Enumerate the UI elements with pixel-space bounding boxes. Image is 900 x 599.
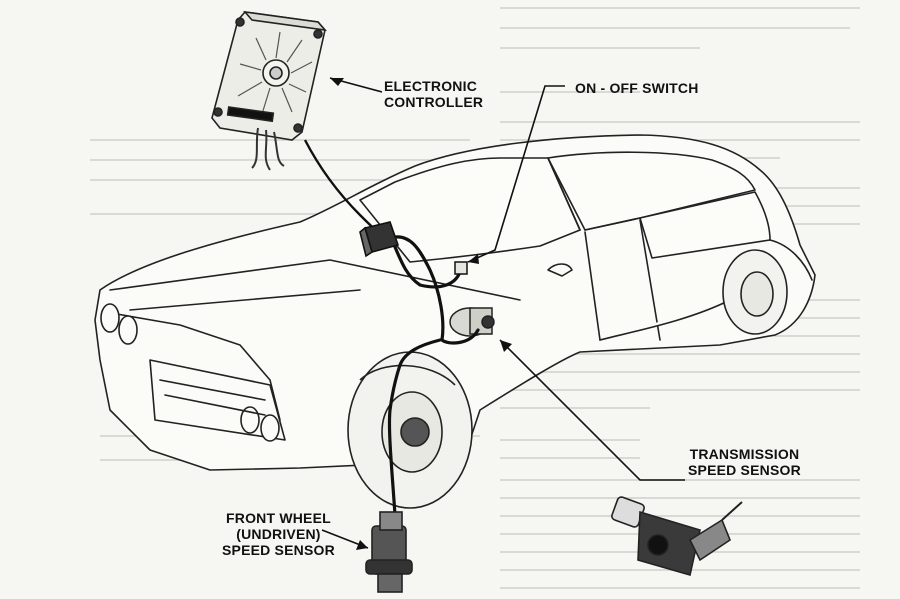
car-body bbox=[94, 134, 816, 471]
label-front-wheel-speed-sensor: FRONT WHEEL (UNDRIVEN) SPEED SENSOR bbox=[222, 510, 335, 558]
switch-on-dash bbox=[454, 261, 468, 275]
electronic-controller-module bbox=[211, 10, 328, 171]
transmission-speed-sensor-illustration bbox=[611, 496, 743, 577]
front-wheel-speed-sensor-illustration bbox=[365, 511, 413, 593]
label-electronic-controller: ELECTRONIC CONTROLLER bbox=[384, 78, 484, 110]
label-transmission-speed-sensor: TRANSMISSION SPEED SENSOR bbox=[688, 446, 801, 478]
front-wheel bbox=[347, 351, 473, 509]
transmission-unit bbox=[449, 307, 495, 337]
leader-arrowheads bbox=[330, 78, 512, 550]
wiring-harness bbox=[387, 235, 480, 517]
rear-wheel bbox=[722, 249, 788, 335]
controller-box-on-car bbox=[359, 221, 400, 258]
label-on-off-switch: ON - OFF SWITCH bbox=[575, 80, 699, 96]
